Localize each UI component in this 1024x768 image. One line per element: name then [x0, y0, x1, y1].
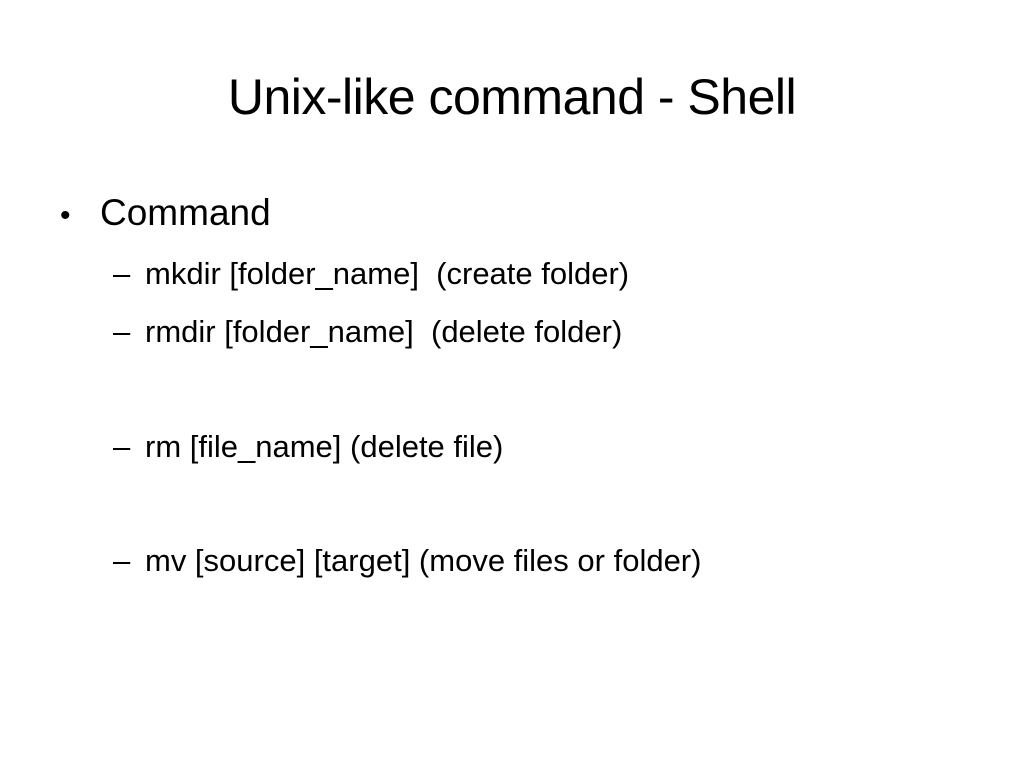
sub-item-mv: –mv [source] [target] (move files or fol… — [113, 541, 701, 581]
bullet-item-command: • Command — [60, 189, 271, 240]
sub-item-text: mv [source] [target] (move files or fold… — [145, 543, 702, 578]
dash-marker: – — [113, 543, 131, 578]
sub-item-text: rm [file_name] (delete file) — [145, 429, 504, 464]
bullet-marker: • — [60, 199, 71, 232]
dash-marker: – — [113, 256, 131, 291]
dash-marker: – — [113, 429, 131, 464]
sub-item-text: rmdir [folder_name] (delete folder) — [145, 314, 623, 349]
sub-item-rmdir: –rmdir [folder_name] (delete folder) — [113, 312, 622, 352]
slide-title: Unix-like command - Shell — [227, 69, 797, 125]
sub-item-mkdir: –mkdir [folder_name] (create folder) — [113, 254, 629, 294]
sub-item-rm: –rm [file_name] (delete file) — [113, 427, 503, 467]
dash-marker: – — [113, 314, 131, 349]
sub-item-text: mkdir [folder_name] (create folder) — [145, 256, 630, 291]
bullet-label: Command — [100, 192, 271, 233]
